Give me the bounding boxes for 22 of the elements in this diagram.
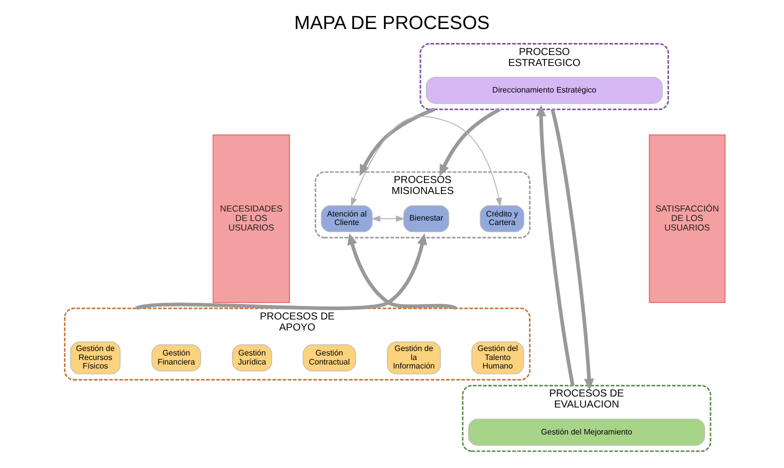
node-box: Bienestar [403,205,450,232]
node-box: Gestión del Talento Humano [471,342,524,374]
node-box: Gestión Financiera [151,344,202,372]
arrow [536,104,575,386]
node-box: NECESIDADES DE LOS USUARIOS [212,134,290,303]
arrow [371,216,405,222]
node-box: Gestión Contractual [302,344,356,372]
arrow [360,108,435,176]
node-box: Gestión de Recursos Físicos [70,342,120,374]
node-box: SATISFACCIÓN DE LOS USUARIOS [648,134,726,303]
node-box: Direccionamiento Estratégico [426,76,663,104]
diagram-title: MAPA DE PROCESOS [294,13,490,34]
node-box: Atención al Cliente [320,205,373,232]
arrow [550,108,594,390]
arrow [136,233,428,310]
node-box: Gestión del Mejoramiento [468,418,706,446]
arrow [347,233,457,310]
arrow [440,108,501,176]
arrow [350,116,502,207]
node-box: Gestión Jurídica [232,344,272,372]
node-box: Crédito y Cartera [480,205,524,232]
node-box: Gestión de la Información [386,342,441,374]
